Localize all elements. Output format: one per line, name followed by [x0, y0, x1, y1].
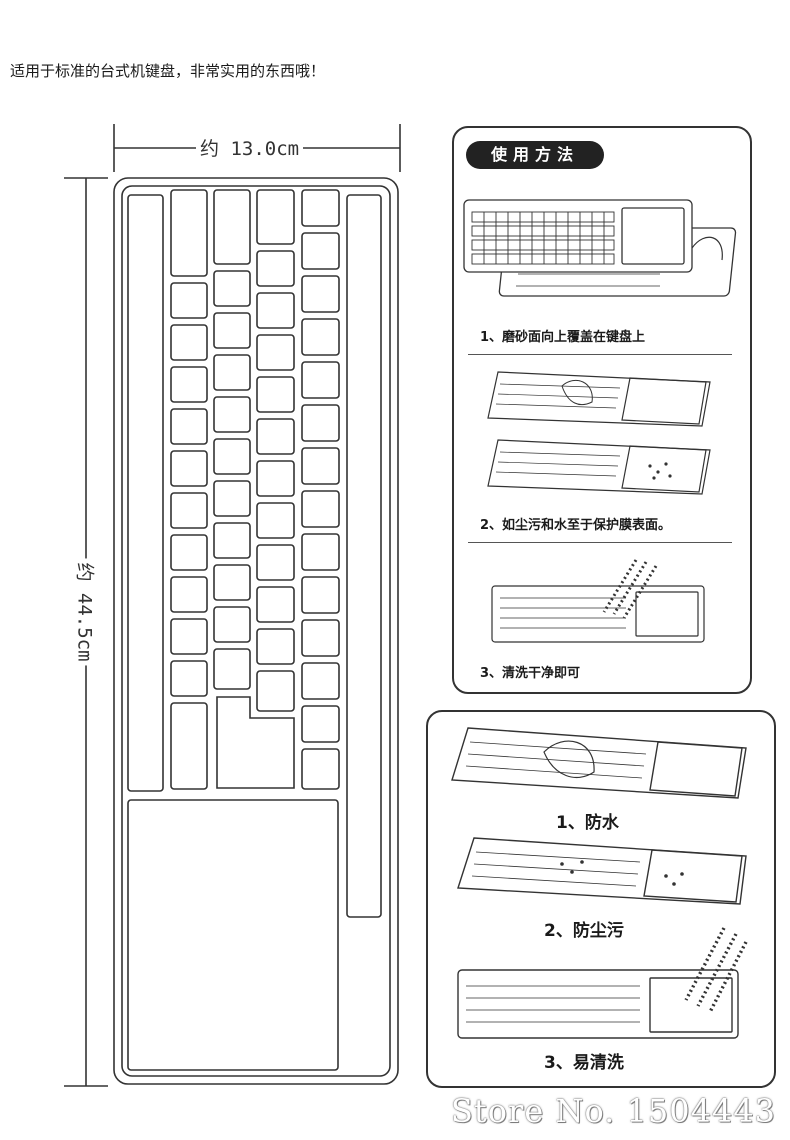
palm-rest-area [127, 799, 339, 1071]
step3-illustration [491, 559, 705, 643]
cover-inner-border [121, 185, 391, 1077]
key-left-column [127, 194, 164, 792]
feature-easy-clean: 3、易清洗 [544, 1053, 624, 1073]
usage-step-3: 3、清洗干净即可 [480, 666, 581, 681]
easy-clean-illustration [457, 927, 748, 1039]
store-watermark: Store No. 1504443 [450, 1092, 776, 1130]
usage-divider-1 [468, 354, 732, 355]
keyboard-cover-diagram [64, 124, 401, 1087]
key-enter [216, 696, 295, 789]
height-dimension-label: 约 44.5cm [72, 558, 100, 666]
feature-waterproof: 1、防水 [556, 813, 619, 833]
usage-title-badge: 使用方法 [466, 141, 604, 169]
step1-illustration [463, 199, 737, 297]
usage-step-1: 1、磨砂面向上覆盖在键盘上 [480, 330, 646, 345]
dustproof-illustration [457, 837, 747, 905]
step2-illustration [487, 371, 711, 495]
caption-text: 适用于标准的台式机键盘，非常实用的东西哦！ [10, 62, 326, 80]
key-right-column [346, 194, 382, 918]
usage-divider-2 [468, 542, 732, 543]
feature-dustproof: 2、防尘污 [544, 921, 624, 941]
waterproof-illustration [451, 727, 747, 799]
usage-step-2: 2、如尘污和水至于保护膜表面。 [480, 518, 672, 533]
width-dimension-label: 约 13.0cm [196, 134, 304, 161]
cover-outer-border [113, 177, 399, 1085]
